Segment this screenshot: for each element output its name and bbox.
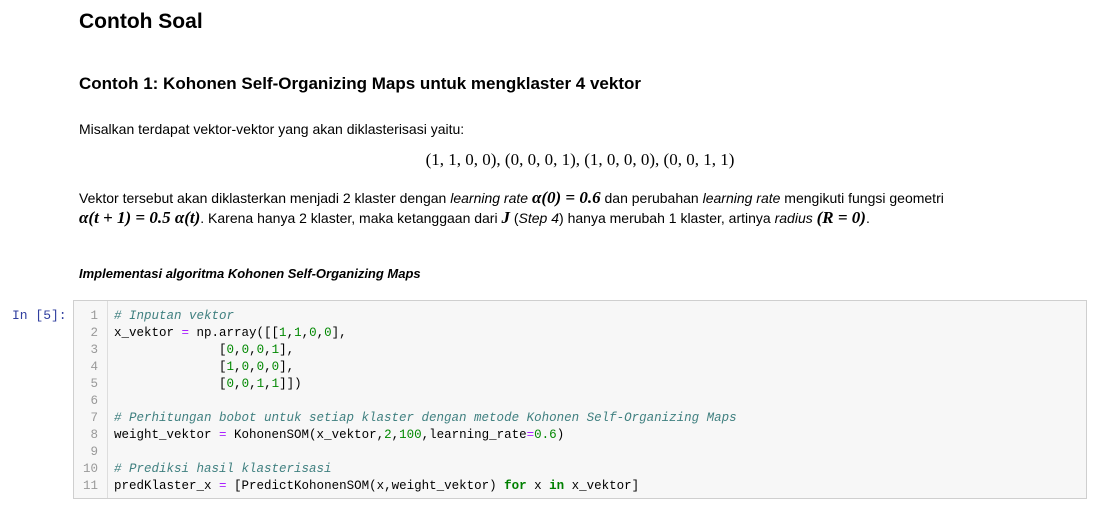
code-token: =	[219, 428, 227, 442]
code-line: 6	[74, 393, 737, 410]
code-token: in	[549, 479, 565, 493]
line-number: 2	[90, 326, 98, 340]
code-token: 0	[241, 360, 250, 374]
cell-prompt: In [5]:	[12, 308, 67, 323]
intro-text: Misalkan terdapat vektor-vektor yang aka…	[79, 121, 465, 137]
code-token: [	[114, 377, 227, 391]
code-token: 0	[256, 343, 265, 357]
code-line: 7 # Perhitungan bobot untuk setiap klaste…	[74, 410, 737, 427]
code-token: 1	[256, 377, 265, 391]
line-gutter	[74, 301, 108, 498]
code-cell[interactable]: 1 # Inputan vektor 2 x_vektor = np.array([…	[73, 300, 1087, 499]
code-token: [PredictKohonenSOM(x,weight_vektor)	[226, 479, 505, 493]
code-token: 0	[309, 326, 317, 340]
line-number: 7	[90, 411, 98, 425]
code-token: 0	[271, 360, 280, 374]
code-line: 4 [1,0,0,0],	[74, 359, 737, 376]
line-number: 9	[90, 445, 98, 459]
line-number: 8	[90, 428, 98, 442]
code-line: 3 [0,0,0,1],	[74, 342, 737, 359]
code-token: 1	[279, 326, 287, 340]
code-token: # Perhitungan bobot untuk setiap klaster…	[114, 411, 737, 425]
page-title: Contoh Soal	[79, 10, 203, 33]
code-token: # Inputan vektor	[114, 309, 235, 323]
code-token: 0	[324, 326, 332, 340]
code-token: KohonenSOM(x_vektor,	[226, 428, 385, 442]
implementation-heading: Implementasi algoritma Kohonen Self-Orga…	[79, 266, 421, 281]
line-number: 6	[90, 394, 98, 408]
code-token: np.array([[	[189, 326, 280, 340]
code-token: predKlaster_x	[114, 479, 220, 493]
code-token: 1	[271, 343, 280, 357]
line-number: 1	[90, 309, 98, 323]
line-number: 4	[90, 360, 98, 374]
code-token: 1	[271, 377, 280, 391]
code-token: 1	[226, 360, 235, 374]
code-lines[interactable]: 1 # Inputan vektor 2 x_vektor = np.array([…	[74, 308, 737, 495]
line-number: 10	[82, 462, 98, 476]
code-token: 0	[241, 343, 250, 357]
code-token: for	[504, 479, 527, 493]
code-token: 0	[226, 343, 235, 357]
code-line: 11 predKlaster_x = [PredictKohonenSOM(x,w…	[74, 478, 737, 495]
code-token: =	[526, 428, 535, 442]
code-token: [	[114, 343, 227, 357]
code-token: 100	[399, 428, 422, 442]
code-token: 0	[241, 377, 250, 391]
code-token: weight_vektor	[114, 428, 220, 442]
code-token: # Prediksi hasil klasterisasi	[114, 462, 332, 476]
code-line: 10 # Prediksi hasil klasterisasi	[74, 461, 737, 478]
code-line: 1 # Inputan vektor	[74, 308, 737, 325]
vectors-equation: (1, 1, 0, 0), (0, 0, 0, 1), (1, 0, 0, 0)…	[425, 150, 735, 169]
code-token: x	[526, 479, 550, 493]
code-token: =	[219, 479, 227, 493]
line-number: 3	[90, 343, 98, 357]
description-text: Vektor tersebut akan diklasterkan menjad…	[79, 188, 944, 227]
line-number: 5	[90, 377, 98, 391]
code-token: 2	[384, 428, 392, 442]
code-token: 0	[226, 377, 235, 391]
code-line: 9	[74, 444, 737, 461]
example-heading: Contoh 1: Kohonen Self-Organizing Maps u…	[79, 74, 642, 93]
code-token: =	[181, 326, 190, 340]
line-number: 11	[82, 479, 98, 493]
code-token: )	[556, 428, 565, 442]
code-token: 0	[256, 360, 265, 374]
code-line: 5 [0,0,1,1]])	[74, 376, 737, 393]
code-token: ,learning_rate	[421, 428, 527, 442]
code-token: [	[114, 360, 227, 374]
code-token: 0.6	[534, 428, 557, 442]
code-token: x_vektor]	[564, 479, 640, 493]
code-token: x_vektor	[114, 326, 182, 340]
code-token: 1	[294, 326, 302, 340]
